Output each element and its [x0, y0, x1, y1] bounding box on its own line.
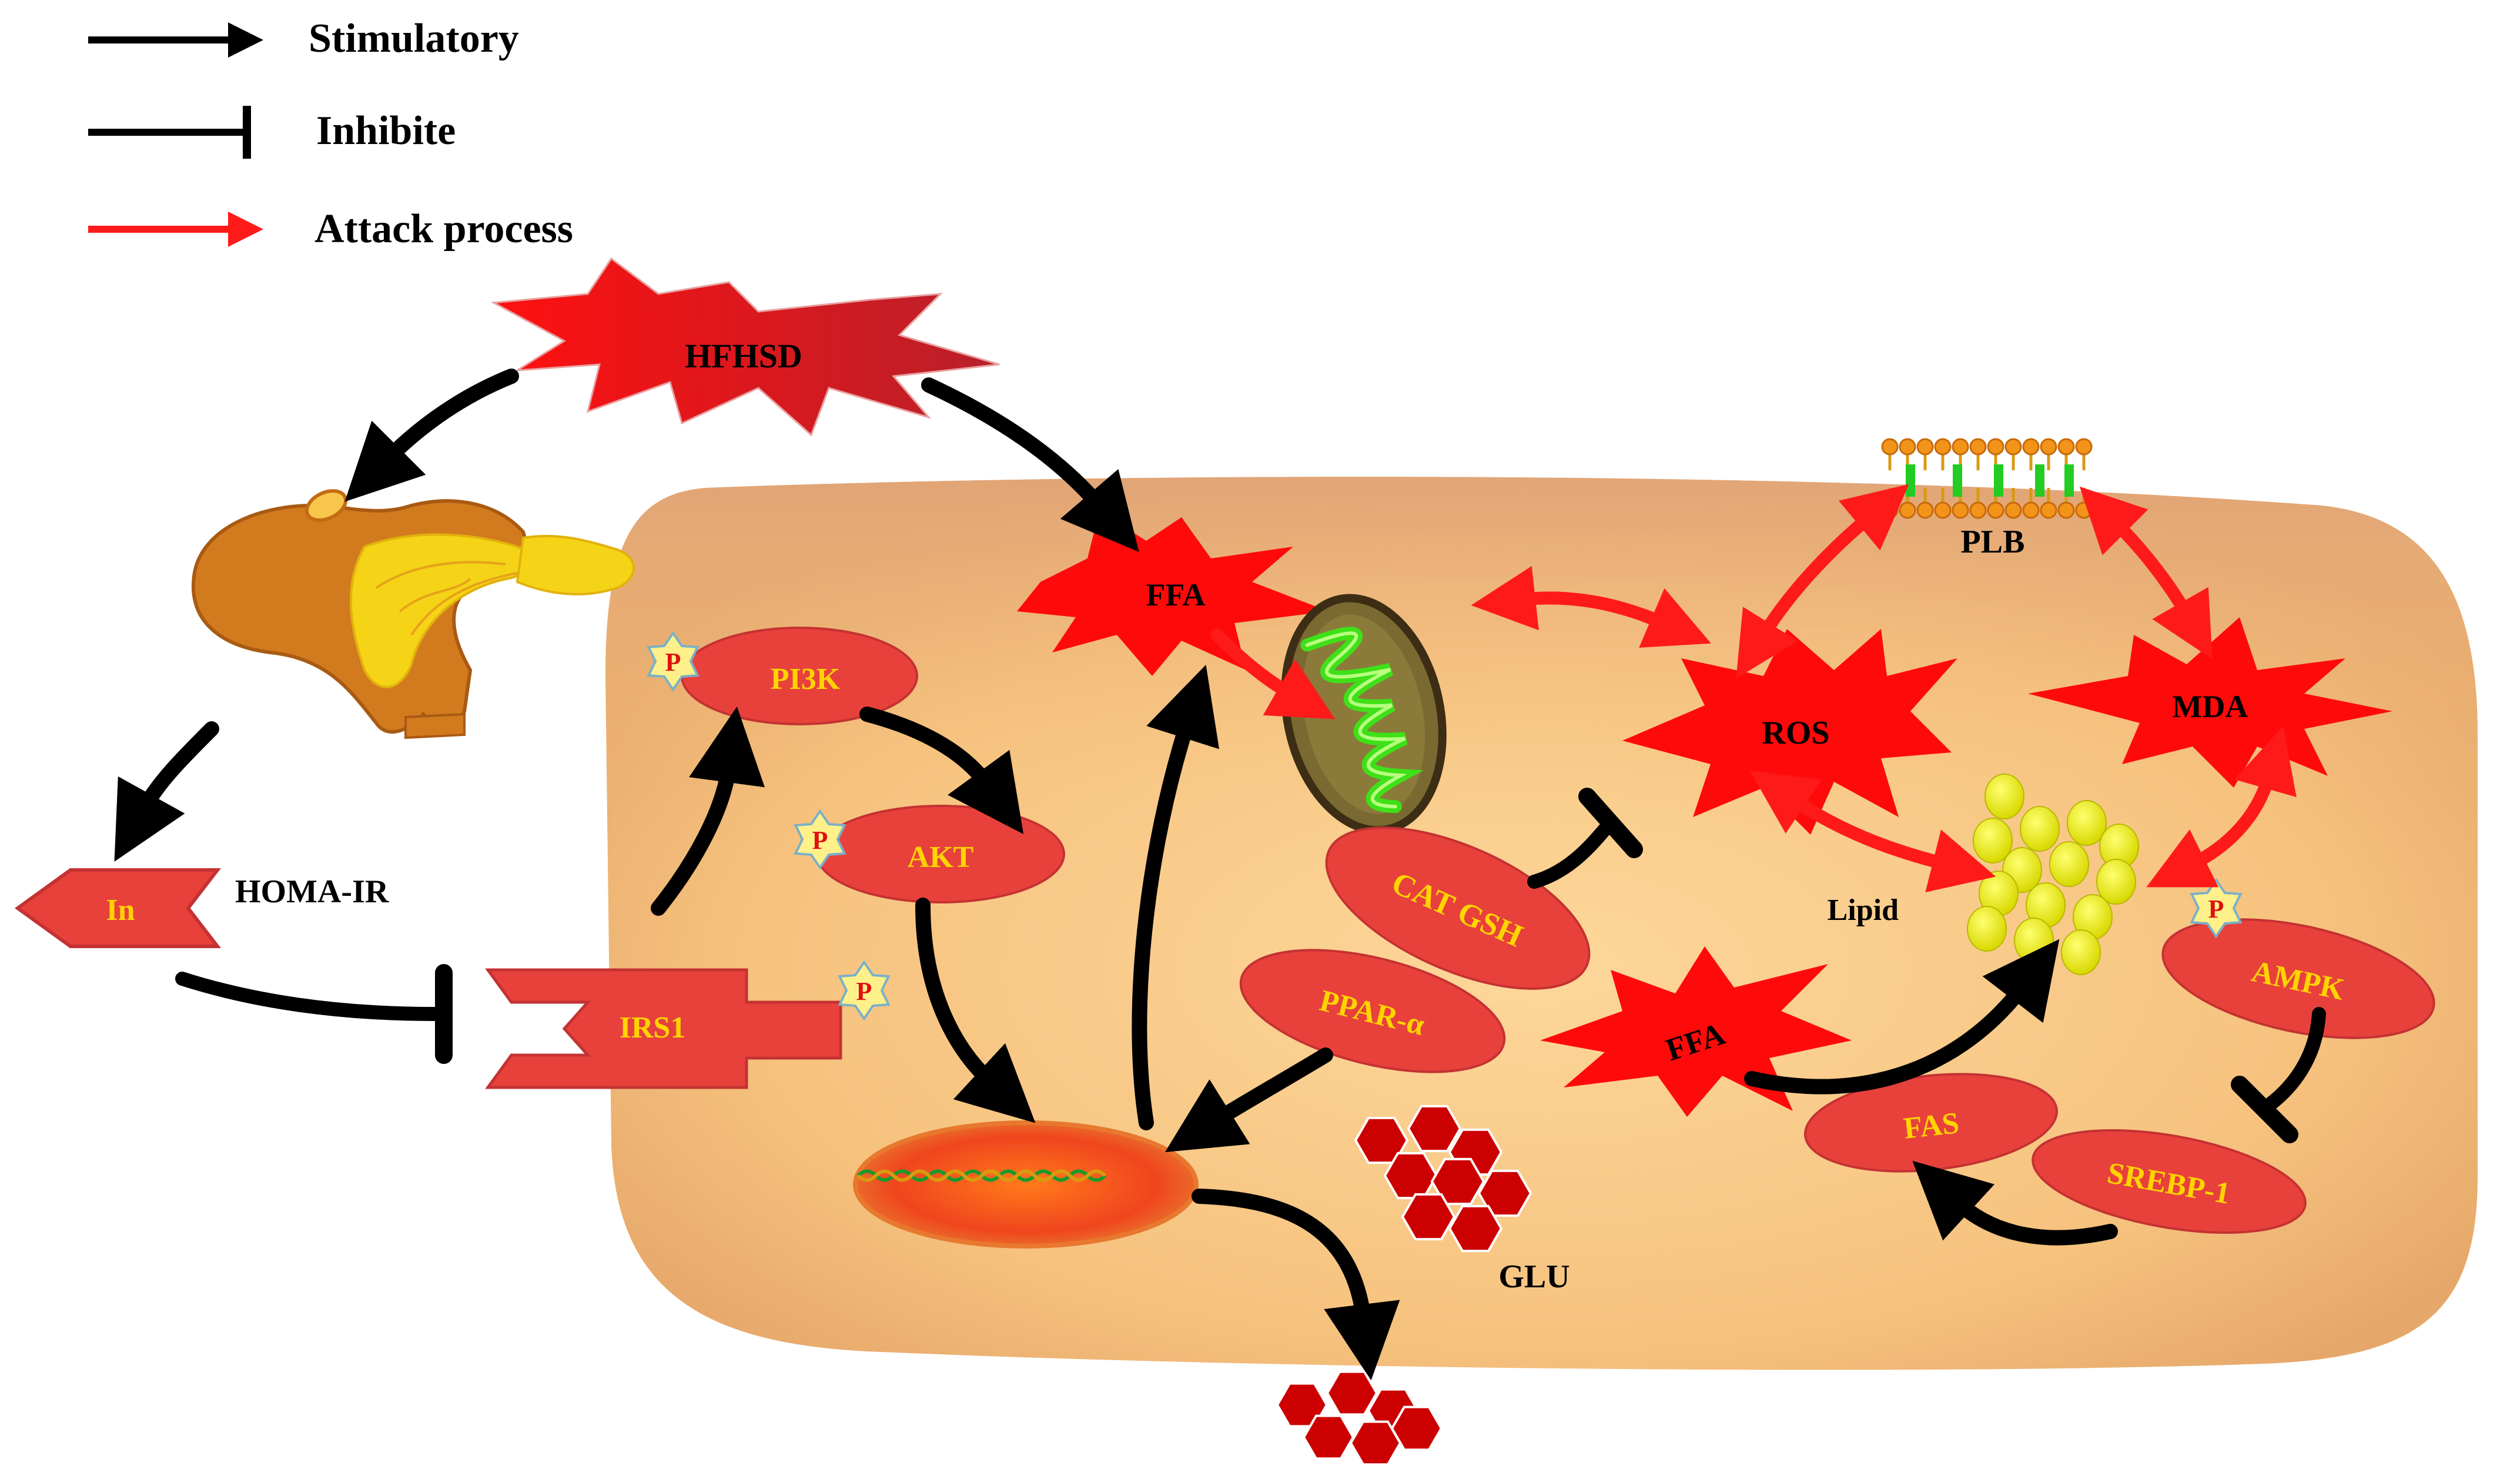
legend-inhibit: Inhibite — [88, 106, 456, 159]
membrane-protein-icon — [1953, 464, 1962, 497]
membrane-protein-icon — [2064, 464, 2074, 497]
phospho-label: P — [812, 826, 828, 855]
ros-label: ROS — [1762, 715, 1829, 751]
legend-inhibit-label: Inhibite — [316, 108, 456, 153]
irs1-receptor: IRS1 — [485, 968, 842, 1089]
ffa-top-node: FFA — [1017, 511, 1328, 676]
arrow-ffa-lipid — [1744, 939, 2060, 1095]
fas-node: FAS — [1804, 1073, 2058, 1173]
attack-ros-plb — [1736, 484, 1909, 679]
plb-label: PLB — [1961, 524, 2025, 560]
arrow-akt-nucleus — [915, 898, 1036, 1123]
glucose-hexagon-icon — [1448, 1204, 1503, 1253]
lipid-droplet-icon — [2020, 806, 2060, 852]
lipid-droplet-icon — [2096, 859, 2136, 905]
glucose-hexagon-icon — [1477, 1169, 1532, 1217]
arrow-pi3k-akt — [859, 707, 1024, 835]
inhibitory-lines — [175, 788, 2326, 1143]
hfhsd-node: HFHSD — [490, 257, 1000, 437]
fas-label: FAS — [1902, 1106, 1961, 1146]
phospho-marker: P — [838, 960, 891, 1021]
legend-attack: Attack process — [88, 206, 573, 252]
arrow-hfhsd-pancreas — [344, 369, 519, 502]
attack-arrows — [1210, 484, 2297, 893]
pancreas-icon — [191, 489, 635, 739]
nucleus — [853, 1120, 1199, 1249]
lipid-droplet-icon — [2061, 929, 2101, 975]
ffa-top-label: FFA — [1146, 577, 1206, 613]
phospho-marker: P — [647, 631, 700, 692]
glu-label: GLU — [1498, 1259, 1569, 1295]
homa-ir-label: HOMA-IR — [235, 873, 389, 910]
glucose-hexagon-icon — [1430, 1157, 1485, 1206]
legend-attack-label: Attack process — [314, 206, 573, 252]
glucose-hexagon-icon — [1302, 1414, 1355, 1460]
phosphorylation-markers: P P P P — [647, 631, 2243, 1021]
ppar-node: PPAR-α — [1239, 949, 1506, 1073]
legend: Stimulatory Inhibite Attack process — [88, 16, 573, 252]
mda-node: MDA — [2028, 617, 2392, 788]
arrow-ppar-nucleus — [1164, 1047, 1333, 1153]
attack-mda-lipid — [2146, 726, 2297, 888]
ampk-node: AMPK — [2161, 918, 2435, 1039]
glucose-hexagon-icon — [1349, 1420, 1402, 1466]
attack-ros-lipid — [1749, 771, 1996, 893]
membrane-protein-icon — [1906, 464, 1915, 497]
glucose-hexagon-icon — [1407, 1105, 1462, 1153]
mda-label: MDA — [2173, 689, 2248, 724]
glucose-hexagon-icon — [1383, 1152, 1438, 1200]
lipid-droplet-icon — [2049, 841, 2089, 887]
insulin-node: In — [14, 868, 222, 948]
attack-mitochondrion-ros — [1471, 565, 1711, 648]
hfhsd-label: HFHSD — [685, 337, 802, 375]
srebp1-node: SREBP-1 — [2032, 1129, 2307, 1234]
lipid-droplet-icon — [1984, 774, 2024, 819]
membrane-protein-icon — [1994, 464, 2003, 497]
glucose-hexagon-icon — [1390, 1405, 1443, 1451]
glucose-hexagon-icon — [1401, 1193, 1456, 1241]
legend-stimulatory-label: Stimulatory — [309, 16, 519, 61]
membrane-protein-icon — [2035, 464, 2044, 497]
phospho-label: P — [2208, 895, 2224, 923]
arrow-srebp-fas — [1912, 1160, 2118, 1246]
phospho-marker: P — [2190, 878, 2243, 939]
arrow-nucleus-glucose — [1192, 1189, 1400, 1381]
arrow-hfhsd-ffa — [921, 377, 1139, 552]
inhibit-insulin-irs1 — [175, 972, 442, 1021]
phospho-marker: P — [794, 809, 846, 870]
akt-label: AKT — [908, 841, 974, 874]
pi3k-node: PI3K — [681, 627, 918, 725]
arrow-pancreas-insulin — [114, 721, 219, 862]
arrow-nucleus-ffa — [1132, 664, 1220, 1130]
lipid-label: Lipid — [1828, 893, 1899, 927]
phospho-label: P — [665, 648, 681, 677]
stimulatory-arrows — [114, 369, 2118, 1381]
lipid-droplet-icon — [2067, 800, 2107, 846]
attack-plb-mda — [2079, 486, 2213, 660]
insulin-label: In — [106, 893, 135, 927]
glucose-hexagons — [1276, 1105, 1532, 1466]
arrow-irs1-pi3k — [651, 706, 765, 916]
akt-node: AKT — [816, 805, 1065, 903]
ffa-lower-node: FFA — [1540, 946, 1852, 1117]
inhibit-ampk-srebp — [2262, 1007, 2326, 1112]
irs1-label: IRS1 — [620, 1011, 686, 1045]
attack-ffa-mitochondrion — [1210, 628, 1336, 719]
cat-gsh-node: CAT GSH — [1325, 826, 1591, 990]
lipid-droplet-icon — [2014, 918, 2054, 963]
legend-stimulatory: Stimulatory — [88, 16, 519, 61]
pi3k-label: PI3K — [771, 662, 841, 696]
phospho-label: P — [856, 977, 872, 1006]
lipid-droplet-icon — [1967, 906, 2007, 952]
